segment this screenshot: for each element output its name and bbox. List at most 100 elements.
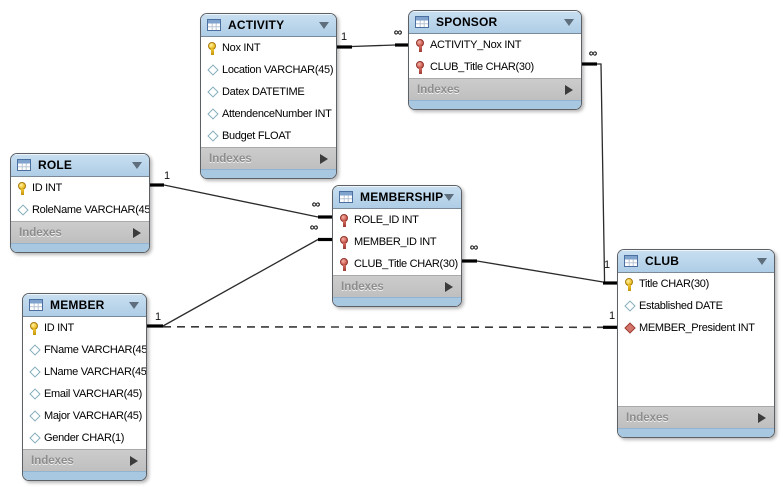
table-title: SPONSOR (436, 15, 498, 29)
column-row[interactable]: Location VARCHAR(45) (201, 59, 336, 81)
attribute-icon (206, 63, 219, 77)
table-footer-bar (409, 100, 581, 109)
table-title: ROLE (38, 158, 73, 172)
column-text: FName VARCHAR(45) (44, 344, 147, 356)
column-row[interactable]: FName VARCHAR(45) (23, 339, 146, 361)
column-row[interactable]: Title CHAR(30) (618, 273, 774, 295)
column-row[interactable]: LName VARCHAR(45) (23, 361, 146, 383)
table-club[interactable]: CLUB Title CHAR(30) Established DATE MEM… (617, 249, 775, 438)
column-row[interactable]: Gender CHAR(1) (23, 427, 146, 449)
foreign-key-icon (338, 213, 351, 227)
column-text: Location VARCHAR(45) (222, 64, 334, 76)
column-list: ROLE_ID INT MEMBER_ID INT CLUB_Title CHA… (333, 209, 461, 275)
indexes-label: Indexes (19, 226, 62, 239)
table-footer-bar (333, 297, 461, 306)
indexes-section[interactable]: Indexes (201, 147, 336, 169)
table-footer-bar (201, 169, 336, 178)
table-member[interactable]: MEMBER ID INT FName VARCHAR(45) LName VA… (22, 293, 147, 481)
collapse-arrow-icon[interactable] (564, 18, 574, 26)
foreign-key-icon (338, 257, 351, 271)
indexes-section[interactable]: Indexes (23, 449, 146, 471)
relationship-member-membership[interactable]: 1 ∞ (147, 220, 332, 328)
expand-arrow-icon (565, 84, 573, 95)
indexes-section[interactable]: Indexes (409, 78, 581, 100)
column-row[interactable]: Datex DATETIME (201, 81, 336, 103)
table-header: SPONSOR (409, 11, 581, 34)
cardinality-label: ∞ (470, 240, 479, 254)
foreign-key-icon (414, 38, 427, 52)
relationship-membership-club[interactable]: ∞ (462, 240, 604, 283)
indexes-section[interactable]: Indexes (618, 406, 774, 428)
column-row[interactable]: Nox INT (201, 37, 336, 59)
cardinality-label: ∞ (589, 46, 598, 60)
attribute-icon (206, 129, 219, 143)
column-row[interactable]: CLUB_Title CHAR(30) (333, 253, 461, 275)
attribute-icon (623, 299, 636, 313)
column-text: Gender CHAR(1) (44, 432, 125, 444)
column-text: RoleName VARCHAR(45) (32, 204, 150, 216)
attribute-icon (28, 365, 41, 379)
indexes-label: Indexes (31, 454, 74, 467)
relationship-sponsor-club[interactable]: ∞ 1 (582, 46, 617, 285)
expand-arrow-icon (133, 227, 141, 238)
table-title: CLUB (645, 254, 680, 268)
attribute-icon (28, 343, 41, 357)
column-text: MEMBER_President INT (639, 322, 755, 334)
table-membership[interactable]: MEMBERSHIP ROLE_ID INT MEMBER_ID INT CLU… (332, 185, 462, 307)
column-row[interactable]: MEMBER_President INT (618, 317, 774, 339)
table-role[interactable]: ROLE ID INT RoleName VARCHAR(45) Indexes (10, 153, 150, 253)
column-row[interactable]: Major VARCHAR(45) (23, 405, 146, 427)
column-text: CLUB_Title CHAR(30) (430, 61, 534, 73)
column-row[interactable]: Email VARCHAR(45) (23, 383, 146, 405)
relationship-role-membership[interactable]: 1 ∞ (150, 170, 332, 219)
attribute-icon (28, 387, 41, 401)
column-text: ID INT (32, 182, 62, 194)
column-row[interactable]: MEMBER_ID INT (333, 231, 461, 253)
cardinality-label: 1 (155, 311, 161, 323)
table-icon (415, 16, 429, 28)
column-row[interactable]: ID INT (11, 177, 149, 199)
column-row[interactable]: CLUB_Title CHAR(30) (409, 56, 581, 78)
column-row[interactable]: Budget FLOAT (201, 125, 336, 147)
indexes-label: Indexes (417, 83, 460, 96)
expand-arrow-icon (130, 455, 138, 466)
collapse-arrow-icon[interactable] (129, 301, 139, 309)
relationship-member-club[interactable]: 1 (162, 310, 617, 329)
column-row[interactable]: Established DATE (618, 295, 774, 317)
collapse-arrow-icon[interactable] (757, 257, 767, 265)
table-activity[interactable]: ACTIVITY Nox INT Location VARCHAR(45) Da… (200, 13, 337, 179)
column-text: AttendenceNumber INT (222, 108, 332, 120)
relationship-activity-sponsor[interactable]: 1 ∞ (337, 25, 409, 49)
expand-arrow-icon (758, 412, 766, 423)
attribute-icon (206, 85, 219, 99)
cardinality-label: 1 (341, 31, 347, 43)
attribute-icon (206, 107, 219, 121)
table-title: ACTIVITY (228, 18, 285, 32)
column-list: ACTIVITY_Nox INT CLUB_Title CHAR(30) (409, 34, 581, 78)
column-text: LName VARCHAR(45) (44, 366, 147, 378)
table-header: CLUB (618, 250, 774, 273)
attribute-icon (16, 203, 29, 217)
cardinality-label: 1 (609, 310, 615, 322)
column-row[interactable]: ID INT (23, 317, 146, 339)
cardinality-label: 1 (604, 259, 610, 271)
column-text: Email VARCHAR(45) (44, 388, 142, 400)
column-row[interactable]: ROLE_ID INT (333, 209, 461, 231)
collapse-arrow-icon[interactable] (132, 161, 142, 169)
foreign-key-icon (338, 235, 351, 249)
column-row[interactable]: ACTIVITY_Nox INT (409, 34, 581, 56)
indexes-section[interactable]: Indexes (333, 275, 461, 297)
table-header: ACTIVITY (201, 14, 336, 37)
column-row[interactable]: RoleName VARCHAR(45) (11, 199, 149, 221)
column-text: Nox INT (222, 42, 261, 54)
indexes-section[interactable]: Indexes (11, 221, 149, 243)
table-sponsor[interactable]: SPONSOR ACTIVITY_Nox INT CLUB_Title CHAR… (408, 10, 582, 110)
collapse-arrow-icon[interactable] (319, 21, 329, 29)
column-text: Title CHAR(30) (639, 278, 709, 290)
indexes-label: Indexes (341, 280, 384, 293)
primary-key-icon (28, 321, 41, 335)
collapse-arrow-icon[interactable] (444, 193, 454, 201)
column-row[interactable]: AttendenceNumber INT (201, 103, 336, 125)
